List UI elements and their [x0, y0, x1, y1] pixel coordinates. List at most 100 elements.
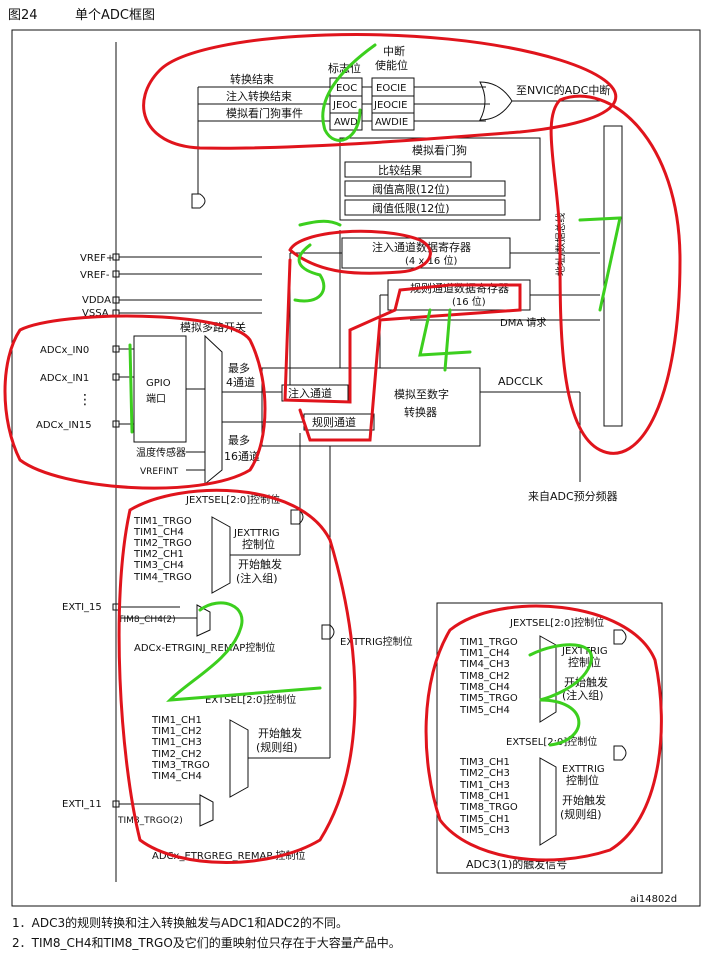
figure-title: 单个ADC框图 [75, 8, 155, 23]
inj-remap-label: ADCx-ETRGINJ_REMAP控制位 [134, 641, 275, 654]
adc-converter-box [261, 367, 481, 447]
compare-result: 比较结果 [378, 163, 422, 177]
exti15-label: EXTI_15 [62, 602, 102, 613]
nvic-label: 至NVIC的ADC中断 [516, 83, 610, 97]
reg-start-a: 开始触发 [258, 726, 302, 740]
adc3-jexttrig-b: 控制位 [568, 655, 601, 669]
vref-minus: VREF- [80, 270, 110, 281]
adc3-extsel: EXTSEL[2:0]控制位 [506, 735, 597, 748]
vdda: VDDA [82, 295, 111, 306]
adc3-inj-start-a: 开始触发 [564, 675, 608, 689]
adc3-reg-source: TIM8_TRGO [459, 802, 518, 813]
threshold-low: 阈值低限(12位) [372, 201, 450, 215]
adc3-reg-source: TIM8_CH1 [459, 791, 510, 802]
reg-source: TIM1_CH3 [151, 737, 202, 748]
prescaler-label: 来自ADC预分频器 [528, 489, 618, 503]
adc3-reg-source: TIM5_CH1 [459, 814, 510, 825]
inj-source: TIM2_CH1 [133, 549, 184, 560]
inj-end-conv-label: 注入转换结束 [226, 89, 292, 103]
vssa: VSSA [82, 308, 109, 319]
inj-source: TIM4_TRGO [133, 572, 192, 583]
adc3-inj-source: TIM1_CH4 [459, 648, 510, 659]
adc3-inj-source: TIM8_CH2 [459, 671, 510, 682]
reg-source: TIM4_CH4 [151, 771, 202, 782]
reg-source: TIM1_CH2 [151, 726, 202, 737]
adc3-reg-source: TIM5_CH3 [459, 825, 510, 836]
adc3-inj-source: TIM4_CH3 [459, 659, 510, 670]
jexttrig-b: 控制位 [242, 537, 275, 551]
vref-plus: VREF+ [80, 253, 114, 264]
tim8-ch4-label: TIM8_CH4(2) [117, 615, 176, 625]
and-gate-watchdog [191, 193, 206, 209]
in15-label: ADCx_IN15 [36, 420, 92, 431]
end-conv-label: 转换结束 [230, 72, 274, 86]
in1-label: ADCx_IN1 [40, 373, 89, 384]
awdie-bit: AWDIE [375, 117, 408, 128]
inj-reg-size: (4 x 16 位) [405, 254, 457, 267]
address-data-bus [603, 125, 623, 427]
int-header2: 使能位 [375, 58, 408, 72]
adc3-inj-start-b: (注入组) [562, 688, 604, 702]
awd-flag: AWD [334, 117, 358, 128]
max16b: 16通道 [224, 449, 260, 463]
note-1: 1．ADC3的规则转换和注入转换触发与ADC1和ADC2的不同。 [12, 916, 349, 930]
jeoc-flag: JEOC [332, 100, 357, 111]
reg-source: TIM3_TRGO [151, 760, 210, 771]
max4b: 4通道 [226, 375, 255, 389]
outer-frame [11, 29, 701, 907]
or-gate [479, 81, 513, 121]
temp-label: 温度传感器 [136, 446, 186, 459]
vrefint-label: VREFINT [140, 467, 179, 477]
reg-source: TIM2_CH2 [151, 749, 202, 760]
green-annotations [128, 43, 622, 747]
analog-mux [204, 334, 223, 486]
adc3-reg-sources: TIM3_CH1 TIM2_CH3 TIM1_CH3 TIM8_CH1 TIM8… [459, 757, 518, 836]
reg-source: TIM1_CH1 [151, 715, 202, 726]
adc-label-a: 模拟至数字 [394, 387, 449, 401]
awd-event-label: 模拟看门狗事件 [226, 106, 303, 120]
adc3-inj-source: TIM8_CH4 [459, 682, 510, 693]
reg-start-b: (规则组) [256, 740, 298, 754]
inj-remap-mux [196, 604, 211, 637]
adc-label-b: 转换器 [404, 405, 437, 419]
exti11-label: EXTI_11 [62, 799, 102, 810]
adc3-inj-sources: TIM1_TRGO TIM1_CH4 TIM4_CH3 TIM8_CH2 TIM… [459, 637, 518, 716]
adc3-reg-source: TIM1_CH3 [459, 780, 510, 791]
adc3-reg-start-b: (规则组) [560, 807, 602, 821]
inj-source: TIM2_TRGO [133, 538, 192, 549]
in0-label: ADCx_IN0 [40, 345, 89, 356]
inj-reg-title: 注入通道数据寄存器 [372, 240, 471, 254]
adcclk-label: ADCCLK [498, 375, 543, 388]
reg-remap-mux [199, 794, 214, 827]
inj-start-b: (注入组) [236, 571, 278, 585]
port-label: 端口 [146, 392, 166, 405]
adc3-inj-source: TIM5_TRGO [459, 693, 518, 704]
dma-label: DMA 请求 [500, 316, 546, 329]
adc3-reg-source: TIM2_CH3 [459, 768, 510, 779]
gpio-box [133, 335, 187, 443]
max4a: 最多 [228, 361, 250, 375]
mux-title: 模拟多路开关 [180, 320, 246, 334]
red-annotations [3, 33, 682, 864]
adc3-jextsel: JEXTSEL[2:0]控制位 [509, 616, 604, 629]
max16a: 最多 [228, 433, 250, 447]
jextsel-label: JEXTSEL[2:0]控制位 [185, 493, 280, 506]
adc3-inj-source: TIM5_CH4 [459, 705, 510, 716]
int-header: 中断 [383, 44, 405, 58]
dots-label: ⋮ [78, 392, 92, 408]
reg-ch-label: 规则通道 [312, 415, 356, 429]
eoc-flag: EOC [336, 83, 357, 94]
exttrig-label: EXTTRIG控制位 [340, 635, 413, 648]
jeocie-bit: JEOCIE [373, 100, 407, 111]
adc3-inj-source: TIM1_TRGO [459, 637, 518, 648]
reg-trigger-mux [229, 719, 249, 798]
inj-source: TIM1_CH4 [133, 527, 184, 538]
reg-reg-size: (16 位) [452, 295, 486, 308]
inj-trigger-sources: TIM1_TRGO TIM1_CH4 TIM2_TRGO TIM2_CH1 TI… [133, 516, 192, 583]
inj-start-a: 开始触发 [238, 557, 282, 571]
adc3-exttrig-b: 控制位 [566, 773, 599, 787]
inj-trigger-mux [211, 516, 231, 594]
tim8-trgo-label: TIM8_TRGO(2) [117, 816, 183, 826]
figure-number: 图24 [8, 8, 38, 23]
